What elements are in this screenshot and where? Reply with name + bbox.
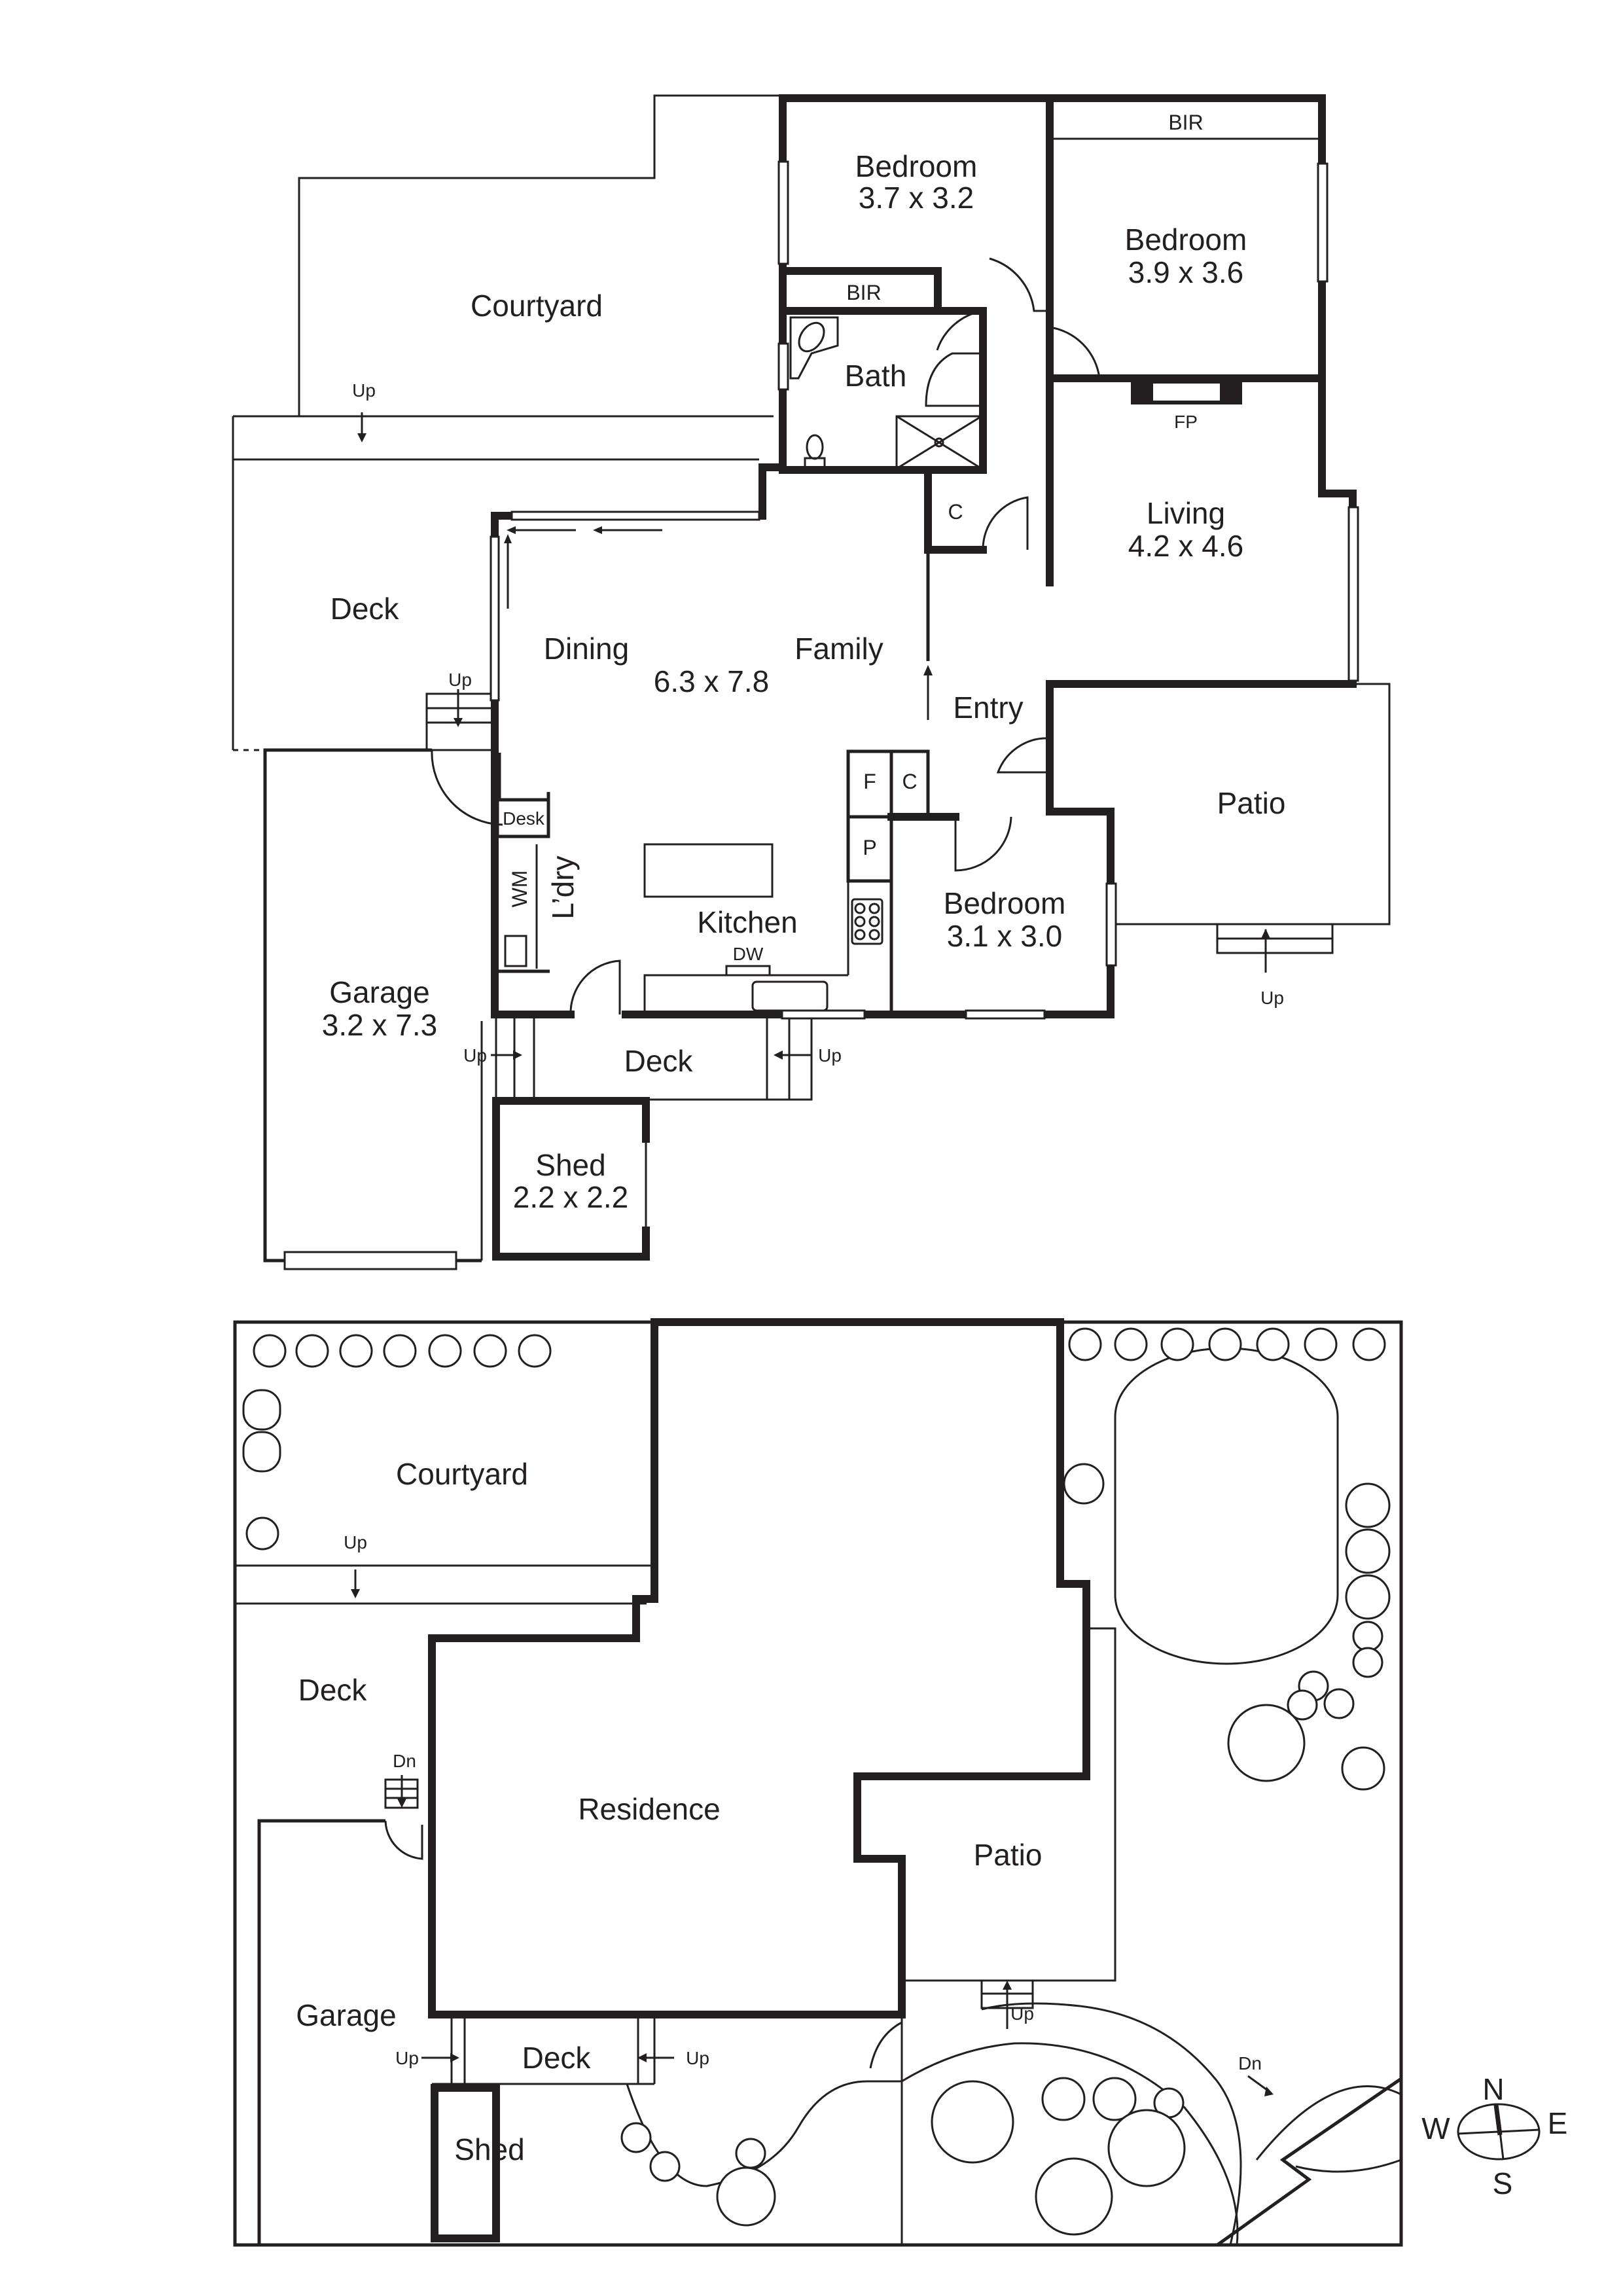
site-area-patio: Patio [974,1838,1043,1872]
label-south-deck-left-up: Up [463,1045,487,1066]
site-label-deck-dn: Dn [393,1751,416,1771]
label-dishwasher: DW [733,944,764,964]
area-deck-south: Deck [624,1044,694,1078]
site-label-patio-up: Up [1010,2003,1034,2024]
room-size: 3.2 x 7.3 [322,1008,437,1042]
site-area-courtyard: Courtyard [396,1457,528,1491]
area-courtyard: Courtyard [471,289,603,323]
label-cupboard-2: C [902,770,917,793]
room-dining: Dining [544,632,629,666]
compass-icon [1457,2103,1541,2161]
compass-n: N [1482,2072,1504,2106]
room-name: Bedroom [1125,223,1247,257]
room-bedroom-2: Bedroom 3.9 x 3.6 [1125,223,1247,289]
room-family-size: 6.3 x 7.8 [654,664,769,698]
label-deck-up: Up [448,670,472,690]
site-label-deck-right-up: Up [686,2048,709,2068]
room-name: Garage [329,975,429,1009]
room-family: Family [794,632,883,666]
area-bath: Bath [845,359,907,393]
room-shed: Shed 2.2 x 2.2 [513,1148,628,1214]
room-living: Living 4.2 x 4.6 [1128,496,1243,563]
house-exterior-wall [779,94,1357,1018]
site-area-garage: Garage [296,1998,396,2032]
site-shed [431,2084,500,2242]
room-name: Bedroom [855,149,978,183]
room-size: 4.2 x 4.6 [1128,529,1243,563]
label-south-deck-right-up: Up [818,1045,842,1066]
cooktop [851,898,883,945]
area-entry: Entry [953,691,1023,725]
room-name: Shed [535,1148,605,1182]
room-name: Living [1147,496,1225,530]
site-label-courtyard-up: Up [344,1532,367,1552]
compass: N E S W [1421,2072,1567,2200]
kitchen-island [643,843,774,898]
shed-walls [492,1097,650,1261]
room-size: 3.9 x 3.6 [1128,255,1243,289]
residence-outline [428,1318,1090,2018]
label-cupboard-1: C [948,500,963,524]
bedroom1-door-swing [989,257,1050,312]
room-garage: Garage 3.2 x 7.3 [322,975,437,1042]
garage-door[interactable] [283,1251,457,1270]
trees [245,1327,1391,2236]
label-fridge: F [863,770,876,793]
sink [751,980,829,1012]
bedroom2-door-swing [1049,326,1101,379]
label-pantry: P [863,836,876,859]
area-kitchen: Kitchen [697,905,797,939]
room-size: 3.1 x 3.0 [947,919,1062,953]
room-bedroom-1: Bedroom 3.7 x 3.2 [855,149,978,215]
compass-s: S [1493,2166,1513,2200]
label-courtyard-up: Up [352,380,376,401]
label-washing-machine: WM [508,870,531,908]
label-bir-1: BIR [846,281,881,304]
room-size: 2.2 x 2.2 [513,1180,628,1214]
label-bir-2: BIR [1168,111,1203,134]
site-label-garden-dn: Dn [1238,2053,1262,2073]
site-plan: Courtyard Deck Residence Patio Garage De… [233,1318,1403,2247]
garage-door-swing [431,749,503,826]
label-patio-up: Up [1260,988,1284,1008]
label-fireplace: FP [1174,412,1198,432]
floor-plan: Bedroom 3.7 x 3.2 Bedroom 3.9 x 3.6 Livi… [232,94,1391,1270]
site-label-deck-left-up: Up [395,2048,419,2068]
site-area-deck-south: Deck [522,2041,592,2075]
compass-w: W [1421,2111,1450,2145]
room-name: Bedroom [944,886,1066,920]
room-bedroom-3: Bedroom 3.1 x 3.0 [944,886,1066,953]
shower [895,415,983,470]
bath-door-swing [925,352,983,407]
area-deck-west: Deck [330,592,400,626]
compass-e: E [1548,2106,1568,2140]
label-desk: Desk [503,808,545,829]
room-size: 3.7 x 3.2 [859,181,974,215]
site-area-shed: Shed [454,2132,524,2166]
pool [1114,1347,1339,1665]
courtyard-outline [298,94,783,416]
south-deck-outline [495,1018,813,1101]
site-area-deck-west: Deck [298,1673,368,1707]
site-area-residence: Residence [578,1792,720,1826]
area-laundry: L’dry [546,855,580,919]
area-patio: Patio [1217,786,1286,820]
